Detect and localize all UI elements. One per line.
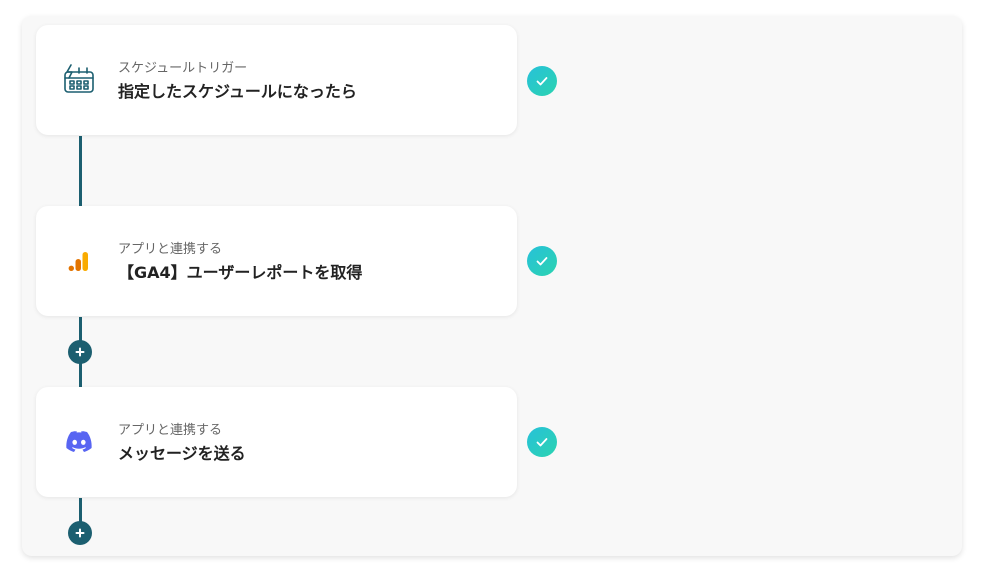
step-type-label: アプリと連携する <box>118 242 223 257</box>
discord-icon <box>62 425 96 459</box>
step-complete-check-icon <box>527 66 557 96</box>
flow-connector <box>79 498 82 534</box>
step-title: メッセージを送る <box>118 444 246 463</box>
plus-icon <box>75 347 85 357</box>
flow-step-card-schedule-trigger[interactable]: スケジュールトリガー 指定したスケジュールになったら <box>36 25 517 135</box>
step-type-label: アプリと連携する <box>118 423 223 438</box>
step-title: 【GA4】ユーザーレポートを取得 <box>118 263 363 282</box>
schedule-trigger-icon <box>62 63 96 97</box>
add-step-button[interactable] <box>68 521 92 545</box>
flow-connector <box>79 136 82 206</box>
add-step-button[interactable] <box>68 340 92 364</box>
step-complete-check-icon <box>527 246 557 276</box>
step-complete-check-icon <box>527 427 557 457</box>
flow-step-card-ga4-report[interactable]: アプリと連携する 【GA4】ユーザーレポートを取得 <box>36 206 517 316</box>
step-title: 指定したスケジュールになったら <box>118 82 357 101</box>
flow-step-card-send-message[interactable]: アプリと連携する メッセージを送る <box>36 387 517 497</box>
plus-icon <box>75 528 85 538</box>
google-analytics-icon <box>62 244 96 278</box>
step-type-label: スケジュールトリガー <box>118 61 248 76</box>
